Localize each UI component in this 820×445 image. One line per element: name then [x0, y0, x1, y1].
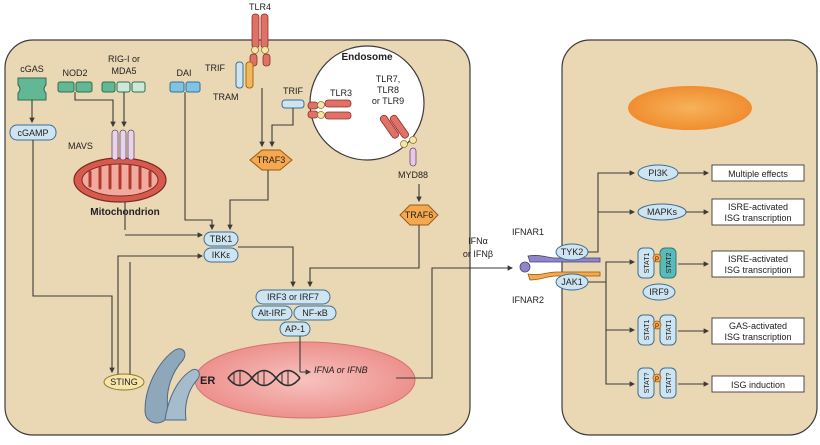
left-arrows	[29, 88, 514, 379]
trif-node-top	[245, 61, 254, 89]
ikke-node	[203, 247, 239, 263]
nucleus	[194, 341, 416, 419]
er-label: ER	[200, 375, 215, 387]
irf3-label: IRF3 or IRF7	[267, 292, 319, 302]
mavs-label: MAVS	[68, 141, 93, 151]
tlr4-receptor-icon	[249, 13, 271, 67]
cgas-label: cGAS	[20, 64, 44, 74]
ifnar1-label: IFNAR1	[512, 227, 544, 237]
svg-text:STAT?: STAT?	[644, 373, 651, 394]
ikke-label: IKKε	[212, 250, 231, 260]
traf3-label: TRAF3	[257, 155, 286, 165]
mavs-icon	[111, 129, 135, 161]
irf9-node	[642, 283, 676, 301]
irf3-node	[255, 289, 331, 305]
tbk1-label: TBK1	[210, 234, 233, 244]
ifn-secreted-line2: or IFNβ	[463, 249, 493, 259]
ifn-gene-label: IFNA or IFNB	[314, 365, 368, 375]
tram-node	[235, 61, 244, 89]
trif-mid-label: TRIF	[283, 86, 303, 96]
tlr7-label-line2: TLR8	[377, 85, 399, 95]
output-isre-2-line1: ISRE-activated	[728, 254, 788, 264]
pi3k-label: PI3K	[648, 168, 668, 178]
myd88-label: MYD88	[398, 170, 428, 180]
svg-text:P: P	[655, 257, 659, 263]
output-multiple-effects	[711, 164, 805, 182]
right-arrows	[588, 170, 710, 387]
tlr7-label-line3: or TLR9	[372, 96, 404, 106]
output-isre-2-line2: ISG transcription	[724, 265, 791, 275]
er-icon	[144, 348, 200, 424]
traf6-label: TRAF6	[405, 210, 434, 220]
svg-text:STAT2: STAT2	[666, 253, 673, 274]
stat-pair-isre: STAT1 STAT2 P	[637, 247, 677, 279]
rigi-icon	[101, 81, 146, 93]
output-multiple-effects-label: Multiple effects	[728, 169, 788, 179]
sting-label: STING	[110, 377, 138, 387]
nod2-label: NOD2	[62, 68, 87, 78]
mapks-label: MAPKs	[647, 207, 678, 217]
trif-node-mid	[281, 99, 305, 109]
tlr3-receptor-icon	[307, 99, 352, 120]
sting-node	[103, 373, 145, 391]
dai-label: DAI	[176, 68, 191, 78]
output-isg-induction-label: ISG induction	[731, 380, 785, 390]
altirf-label: Alt-IRF	[258, 308, 287, 318]
stat-pair-gas: STAT1 STAT1 P	[637, 314, 677, 346]
ifnar2-label: IFNAR2	[512, 295, 544, 305]
tlr7-receptor-icon	[379, 114, 417, 167]
dna-rungs	[233, 371, 289, 385]
cgamp-label: cGAMP	[17, 128, 48, 138]
altirf-node	[251, 305, 293, 321]
output-isre-1	[711, 198, 805, 226]
stat-pair-other: STAT? STAT? P	[637, 367, 677, 399]
output-gas-line2: ISG transcription	[724, 332, 791, 342]
svg-text:P: P	[655, 377, 659, 383]
svg-text:STAT1: STAT1	[644, 253, 651, 274]
rigi-label-line1: RIG-I or	[108, 54, 140, 64]
irf9-label: IRF9	[649, 287, 669, 297]
jak1-label: JAK1	[561, 277, 583, 287]
endosome-label: Endosome	[341, 52, 393, 63]
cgas-icon	[17, 77, 47, 101]
trif-top-label: TRIF	[205, 63, 225, 73]
dai-icon	[169, 81, 201, 93]
output-gas	[711, 317, 805, 345]
output-gas-line1: GAS-activated	[729, 321, 787, 331]
svg-text:STAT1: STAT1	[666, 320, 673, 341]
nfkb-label: NF-κB	[302, 308, 328, 318]
tlr4-label: TLR4	[249, 2, 271, 12]
traf3-node	[249, 149, 293, 171]
mitochondrion-icon	[73, 157, 167, 203]
tyk2-label: TYK2	[561, 247, 584, 257]
svg-text:STAT1: STAT1	[644, 320, 651, 341]
svg-text:P: P	[655, 324, 659, 330]
nfkb-node	[293, 305, 337, 321]
output-isg-induction	[711, 375, 805, 393]
tlr7-label-line1: TLR7,	[376, 74, 401, 84]
rigi-label-line2: MDA5	[111, 66, 136, 76]
output-isre-1-line1: ISRE-activated	[728, 202, 788, 212]
svg-text:STAT?: STAT?	[666, 373, 673, 394]
ifn-secreted-line1: IFNα	[468, 236, 488, 246]
ap1-label: AP-1	[285, 324, 305, 334]
tlr3-label: TLR3	[330, 88, 352, 98]
ap1-node	[279, 321, 311, 337]
dna-helix-icon	[227, 369, 301, 387]
right-nucleus	[628, 86, 752, 130]
nod2-icon	[57, 81, 93, 93]
tram-label: TRAM	[213, 92, 239, 102]
traf6-node	[399, 204, 439, 226]
output-isre-1-line2: ISG transcription	[724, 213, 791, 223]
output-isre-2	[711, 250, 805, 278]
